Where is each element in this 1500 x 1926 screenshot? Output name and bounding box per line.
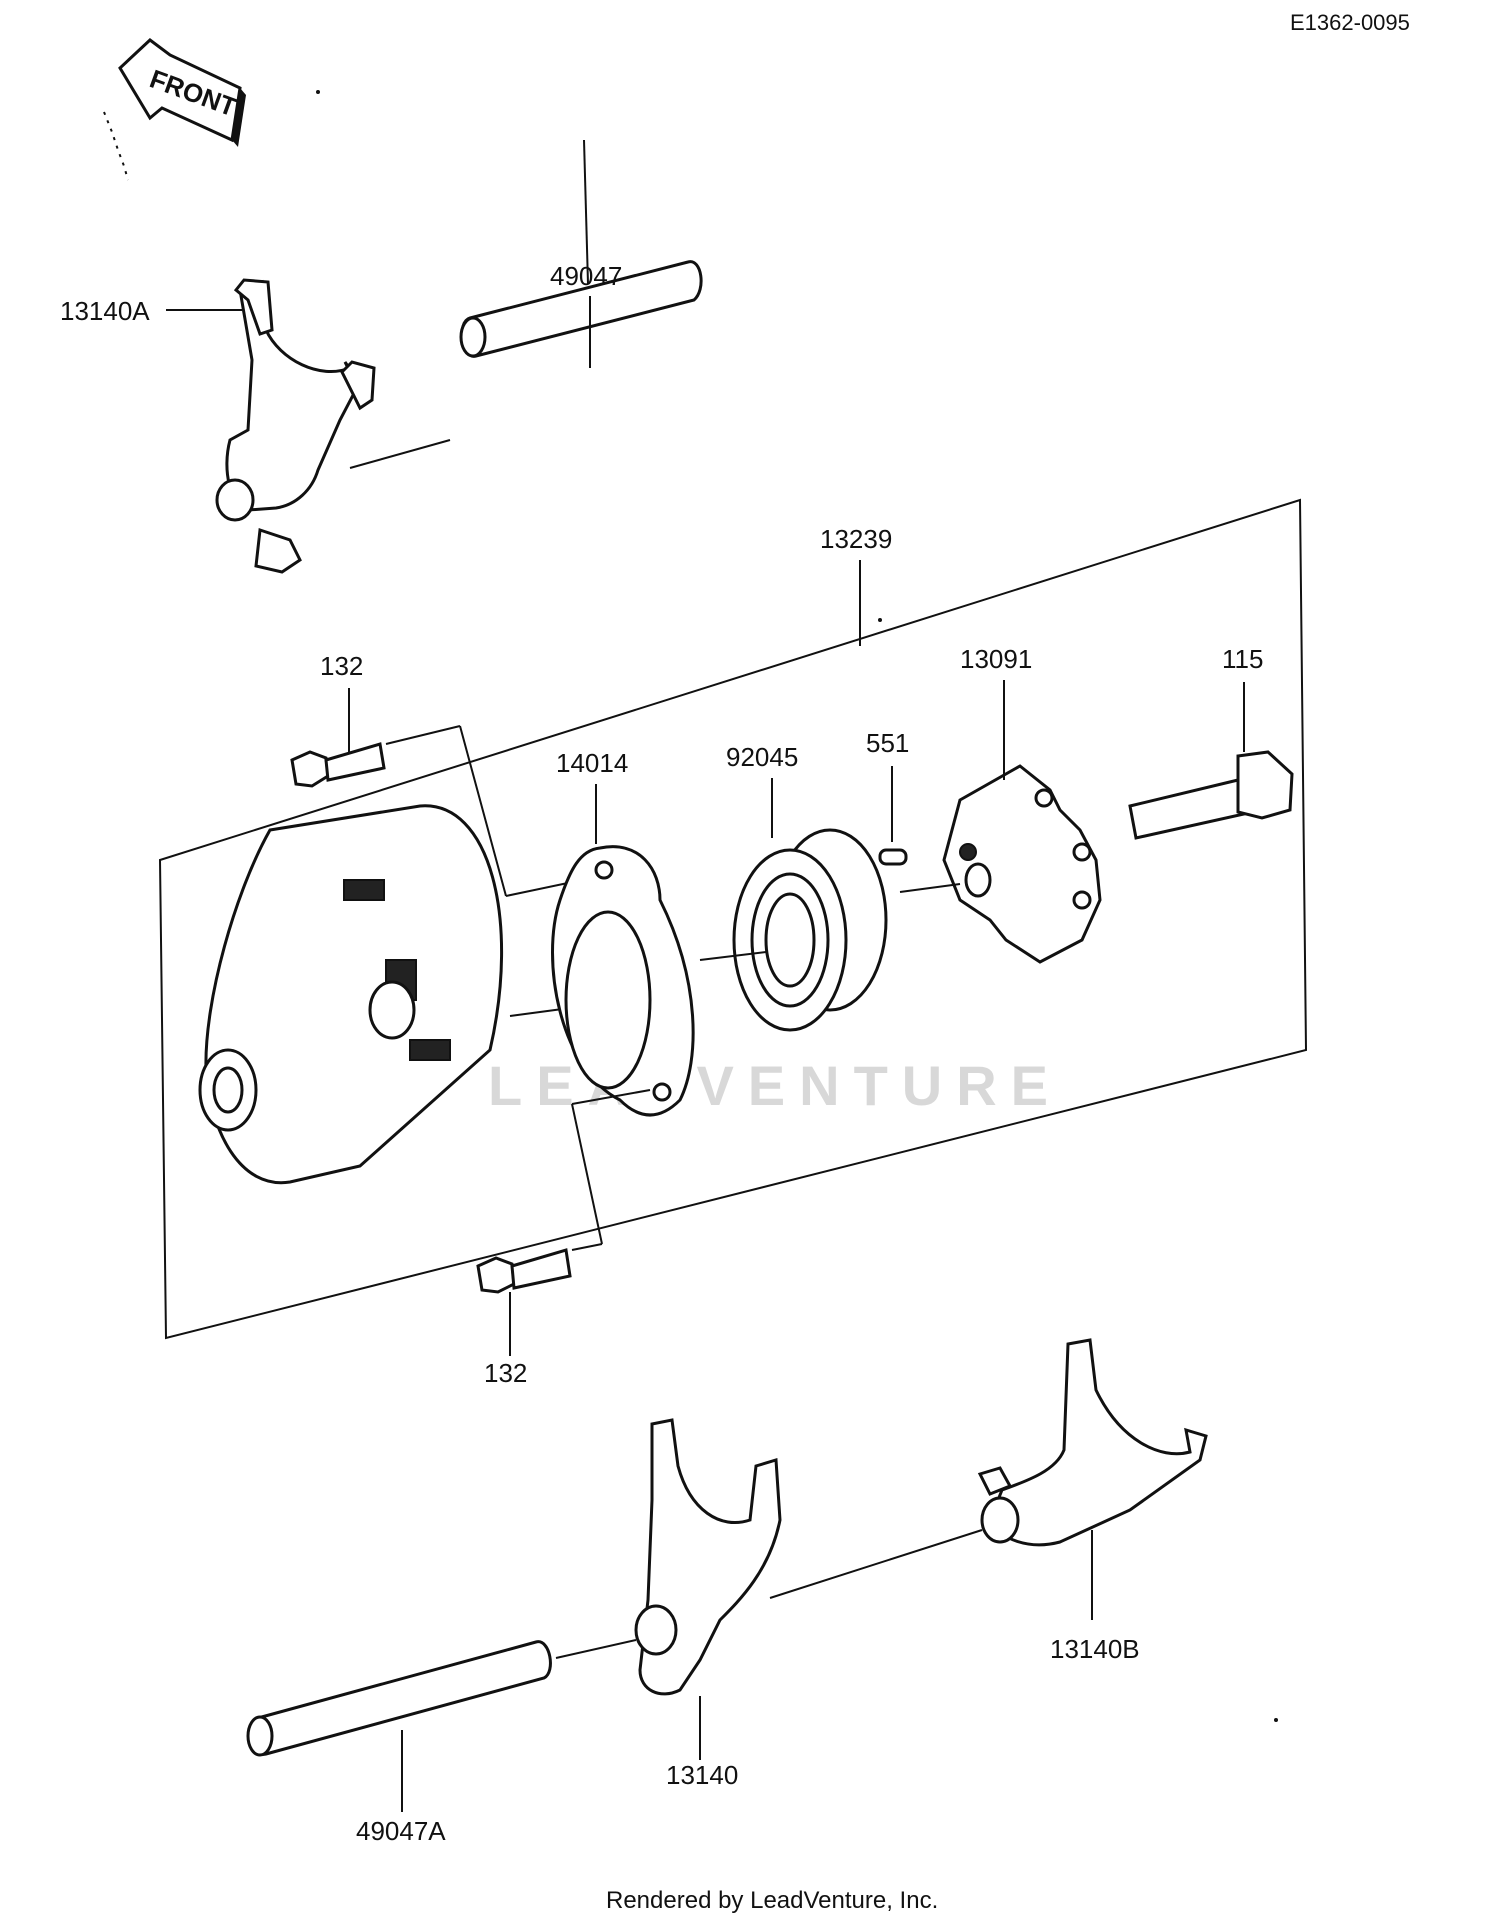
- label-13091: 13091: [960, 644, 1032, 674]
- label-49047: 49047: [550, 261, 622, 291]
- front-arrow-icon: FRONT: [118, 38, 246, 147]
- holder-plate-14014: [551, 845, 695, 1117]
- pin-551: [878, 848, 908, 866]
- label-551: 551: [866, 728, 909, 758]
- watermark: LEADVENTURE: [488, 1054, 1062, 1117]
- bolt-132-bottom: [476, 1089, 651, 1294]
- label-13239: 13239: [820, 524, 892, 554]
- label-49047A: 49047A: [356, 1816, 446, 1846]
- shift-fork-13140A: [215, 278, 451, 574]
- shift-drum: [198, 804, 571, 1185]
- label-115: 115: [1222, 644, 1263, 674]
- shift-rod-49047: [459, 139, 703, 358]
- label-13140: 13140: [666, 1760, 738, 1790]
- shift-fork-13140B: [769, 1338, 1208, 1599]
- label-13140B: 13140B: [1050, 1634, 1140, 1664]
- shift-fork-13140: [634, 1418, 782, 1696]
- label-13140A: 13140A: [60, 296, 150, 326]
- bolt-132-top: [290, 725, 583, 897]
- diagram-code: E1362-0095: [1290, 10, 1410, 35]
- label-14014: 14014: [556, 748, 628, 778]
- shift-rod-49047A: [246, 1639, 637, 1757]
- label-92045: 92045: [726, 742, 798, 772]
- label-132-bottom: 132: [484, 1358, 527, 1388]
- footer-credit: Rendered by LeadVenture, Inc.: [606, 1887, 938, 1914]
- assembly-box-13239: [158, 498, 1308, 1340]
- shift-cam-13091: [899, 764, 1102, 964]
- bolt-115: [1128, 750, 1294, 840]
- bearing-92045: [699, 828, 888, 1032]
- label-132-top: 132: [320, 651, 363, 681]
